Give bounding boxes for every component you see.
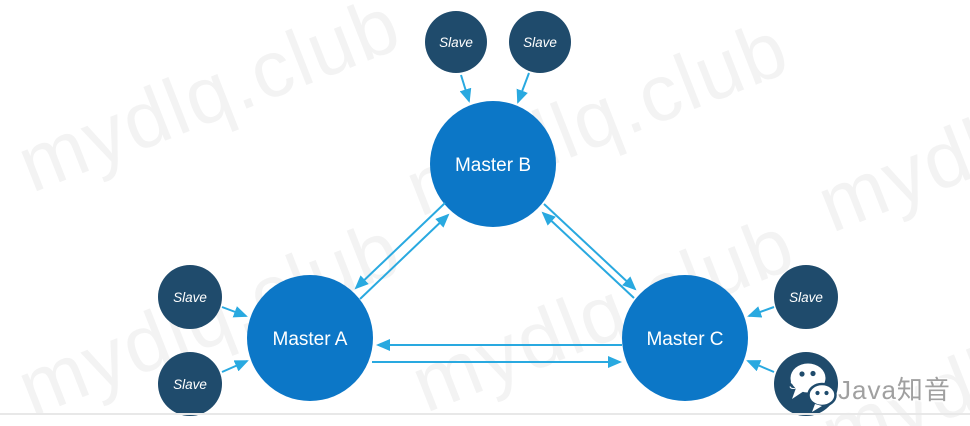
master-c-label: Master C xyxy=(646,329,723,350)
arrow-slave-a2-to-master-a xyxy=(221,360,249,373)
master-c-node xyxy=(622,275,748,401)
slave-b1-label: Slave xyxy=(439,35,473,50)
arrow-master-c-to-master-b xyxy=(541,211,635,299)
brand-label: Java知音 xyxy=(838,375,951,405)
slave-b2-node xyxy=(509,11,571,73)
arrow-master-b-to-master-a xyxy=(354,202,446,290)
arrow-slave-b1-to-master-b xyxy=(459,74,472,103)
arrow-slave-a1-to-master-a xyxy=(221,306,248,318)
arrow-master-b-to-master-c xyxy=(543,203,637,291)
slave-c1-node xyxy=(774,265,838,329)
arrow-slave-b2-to-master-b xyxy=(516,72,530,104)
brand-badge: Java知音 xyxy=(782,352,970,418)
master-a-node xyxy=(247,275,373,401)
slave-a1-label: Slave xyxy=(173,290,207,305)
slave-a1-node xyxy=(158,265,222,329)
slave-b1-node xyxy=(425,11,487,73)
arrow-master-a-to-master-b xyxy=(359,213,450,300)
bottom-divider xyxy=(0,413,970,415)
master-b-label: Master B xyxy=(455,155,531,176)
master-a-label: Master A xyxy=(273,329,348,350)
arrow-slave-c2-to-master-c xyxy=(746,360,775,373)
slave-a2-node xyxy=(158,352,222,416)
slave-b2-label: Slave xyxy=(523,35,557,50)
slave-c1-label: Slave xyxy=(789,290,823,305)
slave-a2-label: Slave xyxy=(173,377,207,392)
arrow-slave-c1-to-master-c xyxy=(747,306,775,318)
wechat-icon xyxy=(790,363,837,412)
master-b-node xyxy=(430,101,556,227)
